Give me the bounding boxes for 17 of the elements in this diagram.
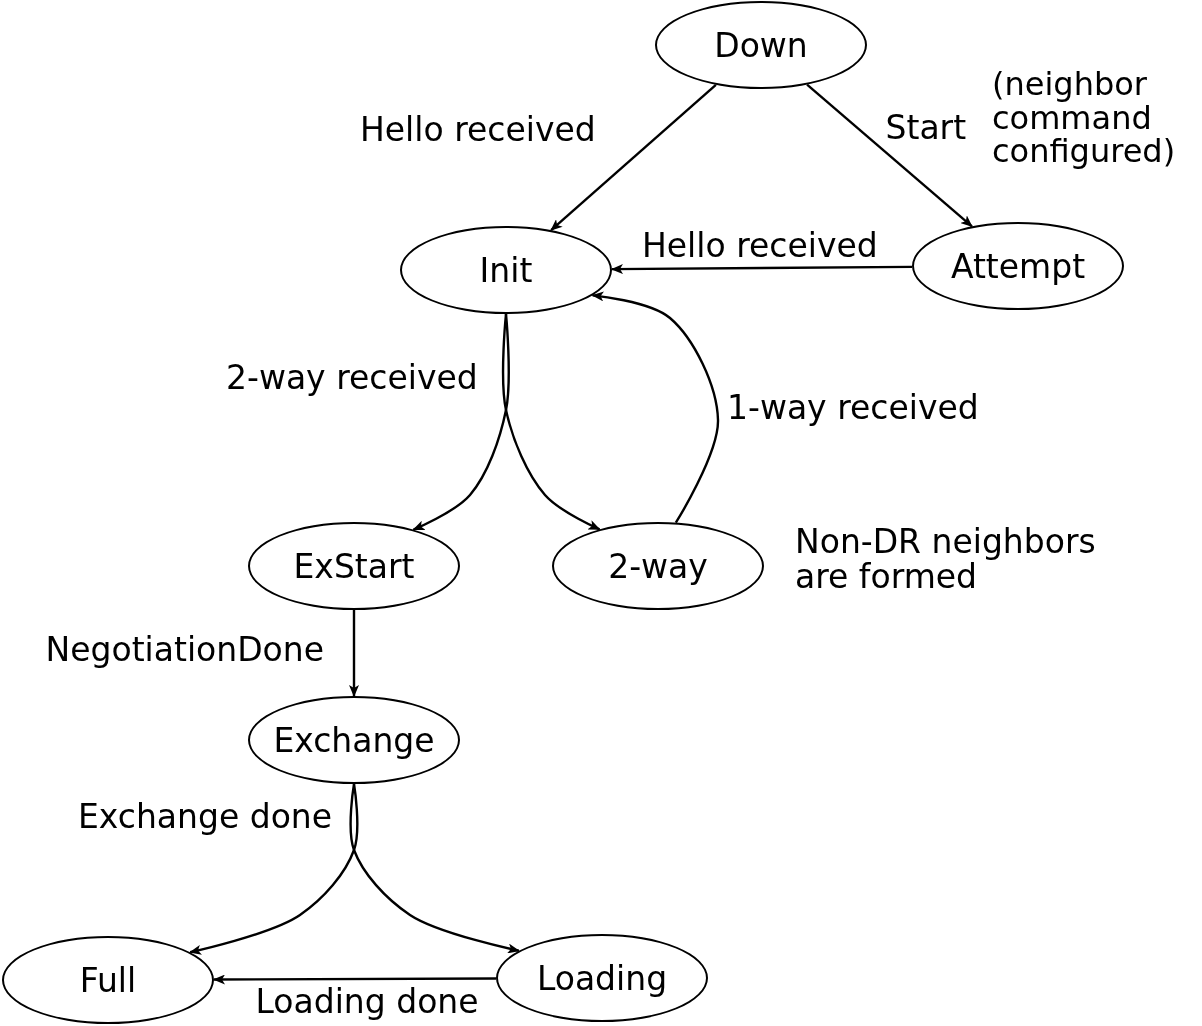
arrow xyxy=(189,783,359,955)
state-name: Attempt xyxy=(950,246,1086,286)
state-name: Init xyxy=(479,250,533,290)
state-name: ExStart xyxy=(293,546,415,586)
state-name: 2-way xyxy=(608,546,708,586)
arrow xyxy=(591,291,720,524)
state-name: Exchange xyxy=(273,720,435,760)
arrow xyxy=(550,83,717,232)
arrow xyxy=(806,83,973,228)
arrow xyxy=(213,974,496,985)
arrow xyxy=(611,264,913,275)
state-name: Loading xyxy=(536,958,668,998)
arrow xyxy=(349,610,359,697)
arrow xyxy=(349,783,520,954)
state-name: Full xyxy=(79,960,137,1000)
state-name: Down xyxy=(714,25,808,65)
arrow xyxy=(501,313,601,531)
